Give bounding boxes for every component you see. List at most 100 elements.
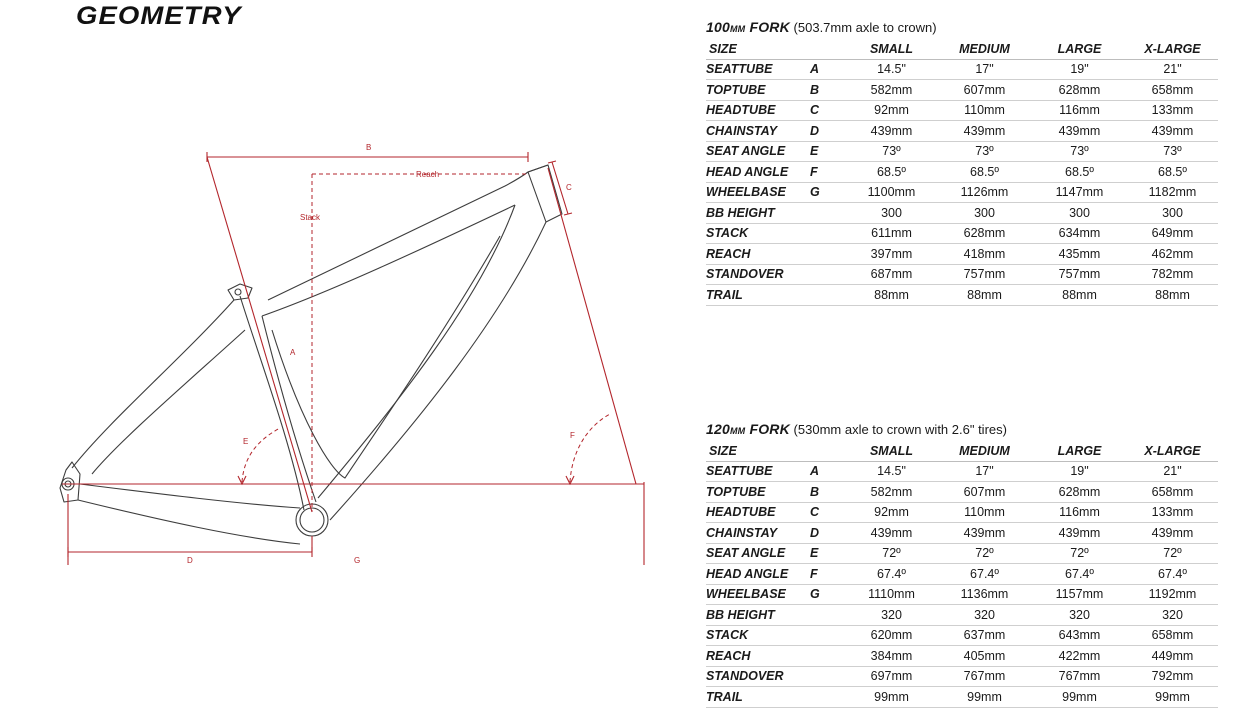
cell-value: 110mm <box>937 100 1032 121</box>
row-letter: C <box>810 100 846 121</box>
cell-value: 133mm <box>1127 502 1218 523</box>
cell-value: 439mm <box>1127 522 1218 544</box>
row-label: SEAT ANGLE <box>706 141 810 162</box>
cell-value: 72º <box>846 543 937 564</box>
cell-value: 116mm <box>1032 502 1127 523</box>
label-a: A <box>290 348 296 357</box>
cell-value: 649mm <box>1127 223 1218 244</box>
row-label: REACH <box>706 645 810 667</box>
cell-value: 439mm <box>1032 522 1127 544</box>
column-header: MEDIUM <box>937 39 1032 60</box>
cell-value: 19" <box>1032 59 1127 80</box>
cell-value: 67.4º <box>1127 563 1218 585</box>
row-letter: A <box>810 461 846 482</box>
row-label: WHEELBASE <box>706 182 810 203</box>
cell-value: 300 <box>1127 202 1218 224</box>
cell-value: 21" <box>1127 59 1218 80</box>
column-header: SMALL <box>846 39 937 60</box>
cell-value: 17" <box>937 59 1032 80</box>
row-letter <box>810 223 846 244</box>
label-e: E <box>243 437 248 446</box>
cell-value: 72º <box>1032 543 1127 564</box>
cell-value: 88mm <box>1127 284 1218 306</box>
row-label: TOPTUBE <box>706 481 810 503</box>
cell-value: 68.5º <box>846 161 937 183</box>
cell-value: 439mm <box>846 120 937 142</box>
label-stack: Stack <box>300 213 321 222</box>
label-f: F <box>570 431 575 440</box>
cell-value: 300 <box>1032 202 1127 224</box>
cell-value: 384mm <box>846 645 937 667</box>
cell-value: 767mm <box>1032 666 1127 687</box>
row-letter <box>810 264 846 285</box>
dimension-lines <box>62 152 645 565</box>
row-letter: F <box>810 161 846 183</box>
cell-value: 449mm <box>1127 645 1218 667</box>
column-header: MEDIUM <box>937 441 1032 462</box>
cell-value: 634mm <box>1032 223 1127 244</box>
cell-value: 99mm <box>937 686 1032 708</box>
fork-heading: 120MM FORK (530mm axle to crown with 2.6… <box>706 417 1218 441</box>
cell-value: 1157mm <box>1032 584 1127 605</box>
cell-value: 757mm <box>937 264 1032 285</box>
row-label: TRAIL <box>706 686 810 708</box>
fork-name: 120MM FORK <box>706 421 790 437</box>
row-label: SEATTUBE <box>706 461 810 482</box>
cell-value: 439mm <box>1032 120 1127 142</box>
cell-value: 582mm <box>846 481 937 503</box>
cell-value: 88mm <box>1032 284 1127 306</box>
cell-value: 782mm <box>1127 264 1218 285</box>
row-letter: B <box>810 481 846 503</box>
row-letter: B <box>810 79 846 101</box>
row-letter: F <box>810 563 846 585</box>
label-c: C <box>566 183 572 192</box>
cell-value: 92mm <box>846 100 937 121</box>
row-label: HEAD ANGLE <box>706 563 810 585</box>
geometry-table-120mm: 120MM FORK (530mm axle to crown with 2.6… <box>706 417 1218 708</box>
cell-value: 1192mm <box>1127 584 1218 605</box>
row-letter: D <box>810 120 846 142</box>
row-label: BB HEIGHT <box>706 202 810 224</box>
cell-value: 300 <box>846 202 937 224</box>
page-title: GEOMETRY <box>76 2 242 30</box>
cell-value: 67.4º <box>846 563 937 585</box>
cell-value: 439mm <box>937 120 1032 142</box>
row-letter <box>810 686 846 708</box>
cell-value: 435mm <box>1032 243 1127 265</box>
cell-value: 607mm <box>937 79 1032 101</box>
row-label: STANDOVER <box>706 264 810 285</box>
column-header: LARGE <box>1032 441 1127 462</box>
cell-value: 397mm <box>846 243 937 265</box>
cell-value: 658mm <box>1127 625 1218 646</box>
row-label: WHEELBASE <box>706 584 810 605</box>
cell-value: 792mm <box>1127 666 1218 687</box>
row-letter <box>810 625 846 646</box>
cell-value: 607mm <box>937 481 1032 503</box>
row-letter <box>810 284 846 306</box>
bike-frame <box>59 164 563 545</box>
row-letter <box>810 202 846 224</box>
cell-value: 320 <box>846 604 937 626</box>
row-letter: D <box>810 522 846 544</box>
label-g: G <box>354 556 360 565</box>
row-label: HEADTUBE <box>706 100 810 121</box>
cell-value: 72º <box>1127 543 1218 564</box>
